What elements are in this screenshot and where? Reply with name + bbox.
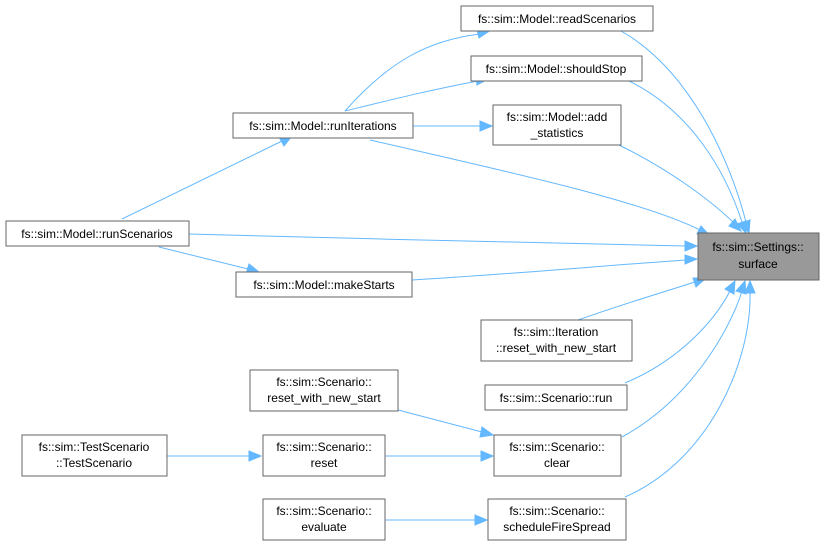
node-settings-surface[interactable]: fs::sim::Settings:: surface — [697, 232, 820, 281]
node-test-scenario[interactable]: fs::sim::TestScenario ::TestScenario — [21, 434, 168, 477]
node-scenario-reset[interactable]: fs::sim::Scenario:: reset — [262, 434, 386, 477]
node-label: fs::sim::Scenario:: — [276, 440, 371, 454]
node-label: clear — [544, 456, 570, 470]
arrowhead — [479, 120, 494, 132]
node-run-scenarios[interactable]: fs::sim::Model::runScenarios — [5, 220, 190, 247]
node-label: ::reset_with_new_start — [496, 341, 617, 355]
node-scenario-run[interactable]: fs::sim::Scenario::run — [484, 384, 628, 411]
edge-runiterations-surface — [369, 139, 701, 231]
arrowhead — [728, 218, 743, 232]
edges — [121, 29, 756, 526]
edge-scenarioclear-surface — [621, 290, 743, 438]
edge-runiterations-shouldstop — [344, 80, 479, 112]
node-label: fs::sim::Model::readScenarios — [478, 12, 636, 26]
arrowhead — [735, 279, 747, 295]
node-run-iterations[interactable]: fs::sim::Model::runIterations — [232, 112, 414, 139]
node-read-scenarios[interactable]: fs::sim::Model::readScenarios — [460, 5, 654, 32]
arrowhead — [684, 240, 699, 252]
node-label: fs::sim::Scenario:: — [276, 504, 371, 518]
node-label: fs::sim::Model::add — [507, 110, 608, 124]
edge-makestarts-surface — [411, 259, 687, 281]
edge-runiterations-readscenarios — [344, 33, 481, 112]
edge-schedulefirespread-surface — [624, 290, 751, 498]
node-add-statistics[interactable]: fs::sim::Model::add _statistics — [492, 104, 622, 146]
node-label: surface — [738, 257, 778, 271]
node-schedule-fire-spread[interactable]: fs::sim::Scenario:: scheduleFireSpread — [487, 498, 627, 541]
node-label: _statistics — [530, 126, 584, 140]
edge-addstatistics-surface — [618, 144, 734, 223]
node-label: fs::sim::Model::shouldStop — [486, 62, 627, 76]
node-label: fs::sim::TestScenario — [39, 440, 150, 454]
edge-runscenarios-makestarts — [158, 246, 249, 270]
node-label: reset — [311, 456, 338, 470]
arrowhead — [248, 450, 263, 462]
edge-scenariorun-surface — [624, 290, 731, 384]
node-label: fs::sim::Model::makeStarts — [253, 278, 394, 292]
arrowhead — [479, 426, 495, 438]
node-label: evaluate — [301, 520, 347, 534]
edge-runscenarios-runiterations — [121, 140, 283, 220]
node-scenario-clear[interactable]: fs::sim::Scenario:: clear — [493, 434, 622, 477]
node-should-stop[interactable]: fs::sim::Model::shouldStop — [470, 55, 643, 82]
arrowhead — [684, 254, 699, 265]
node-label: fs::sim::Scenario:: — [276, 375, 371, 389]
edge-resetwithnewstart-clear — [397, 409, 483, 433]
arrowhead — [480, 450, 495, 462]
node-label: scheduleFireSpread — [503, 520, 610, 534]
nodes: fs::sim::Model::readScenarios fs::sim::M… — [5, 5, 820, 541]
node-iteration-reset-with-new-start[interactable]: fs::sim::Iteration ::reset_with_new_star… — [480, 319, 633, 362]
edge-iterationreset-surface — [577, 281, 696, 321]
edge-readscenarios-surface — [620, 30, 747, 223]
node-label: ::TestScenario — [56, 456, 132, 470]
node-label: fs::sim::Scenario::run — [500, 391, 613, 405]
node-make-starts[interactable]: fs::sim::Model::makeStarts — [235, 271, 413, 298]
arrowhead — [724, 279, 736, 295]
arrowhead — [744, 279, 756, 294]
node-label: fs::sim::Iteration — [514, 325, 599, 339]
edge-shouldstop-surface — [626, 79, 743, 223]
node-scenario-reset-with-new-start[interactable]: fs::sim::Scenario:: reset_with_new_start — [249, 369, 399, 412]
node-label: fs::sim::Settings:: — [712, 240, 803, 254]
node-label: fs::sim::Scenario:: — [509, 504, 604, 518]
node-label: fs::sim::Model::runIterations — [249, 119, 396, 133]
node-label: fs::sim::Scenario:: — [509, 440, 604, 454]
node-label: reset_with_new_start — [267, 391, 381, 405]
node-scenario-evaluate[interactable]: fs::sim::Scenario:: evaluate — [262, 498, 386, 541]
node-label: fs::sim::Model::runScenarios — [21, 227, 172, 241]
arrowhead — [736, 220, 747, 235]
arrowhead — [474, 514, 489, 526]
edge-runscenarios-surface — [188, 233, 687, 247]
